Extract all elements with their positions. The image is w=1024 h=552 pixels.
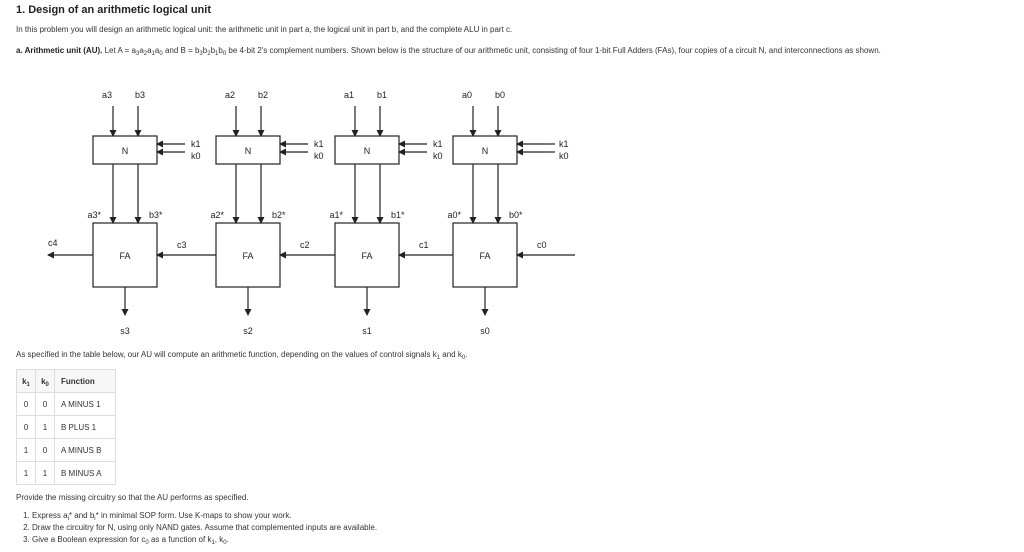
input-b-label: b3 [135, 90, 145, 100]
input-a-label: a1 [344, 90, 354, 100]
input-a-label: a0 [462, 90, 472, 100]
k1-label: k1 [559, 139, 569, 149]
problem-title: 1. Design of an arithmetic logical unit [16, 4, 211, 16]
sum-label: s0 [480, 326, 490, 336]
k1-label: k1 [191, 139, 201, 149]
provide-text: Provide the missing circuitry so that th… [16, 493, 249, 502]
table-intro: As specified in the table below, our AU … [16, 350, 468, 361]
part-a-label: a. Arithmetic unit (AU). [16, 46, 103, 55]
b-star-label: b2* [272, 210, 286, 220]
carry-label: c2 [300, 240, 310, 250]
k0-label: k0 [191, 151, 201, 161]
part-a-text: a. Arithmetic unit (AU). Let A = a3a2a1a… [16, 46, 881, 57]
header-k0: k0 [35, 369, 55, 393]
n-label: N [364, 146, 371, 156]
au-circuit-diagram: Na3 b3 k1 k0 a3* b3* FA s3 c3 Na2 b2 k1 k0 a2* b2* FA s2… [47, 90, 575, 336]
a-star-label: a2* [210, 210, 224, 220]
sum-label: s1 [362, 326, 372, 336]
task-list: Express ai* and bi* in minimal SOP form.… [16, 510, 377, 546]
input-b-label: b0 [495, 90, 505, 100]
fa-label: FA [242, 251, 253, 261]
intro-text: In this problem you will design an arith… [16, 25, 513, 34]
k1-label: k1 [314, 139, 324, 149]
sum-label: s3 [120, 326, 130, 336]
b-star-label: b0* [509, 210, 523, 220]
a-star-label: a3* [87, 210, 101, 220]
a-star-label: a0* [447, 210, 461, 220]
b-star-label: b3* [149, 210, 163, 220]
n-label: N [122, 146, 129, 156]
carry-label: c1 [419, 240, 429, 250]
list-item: Draw the circuitry for N, using only NAN… [32, 522, 377, 534]
k1-label: k1 [433, 139, 443, 149]
carry-out-label: c4 [48, 238, 58, 248]
input-b-label: b1 [377, 90, 387, 100]
fa-label: FA [479, 251, 490, 261]
fa-label: FA [119, 251, 130, 261]
k0-label: k0 [433, 151, 443, 161]
k0-label: k0 [559, 151, 569, 161]
n-label: N [482, 146, 489, 156]
sum-label: s2 [243, 326, 253, 336]
header-function: Function [54, 369, 116, 393]
a-star-label: a1* [329, 210, 343, 220]
k0-label: k0 [314, 151, 324, 161]
fa-label: FA [361, 251, 372, 261]
list-item: Express ai* and bi* in minimal SOP form.… [32, 510, 377, 522]
carry-label: c0 [537, 240, 547, 250]
input-b-label: b2 [258, 90, 268, 100]
b-star-label: b1* [391, 210, 405, 220]
list-item: Give a Boolean expression for c0 as a fu… [32, 534, 377, 546]
header-k1: k1 [16, 369, 36, 393]
table-header-row: k1 k0 Function [16, 369, 116, 393]
input-a-label: a2 [225, 90, 235, 100]
input-a-label: a3 [102, 90, 112, 100]
n-label: N [245, 146, 252, 156]
carry-label: c3 [177, 240, 187, 250]
